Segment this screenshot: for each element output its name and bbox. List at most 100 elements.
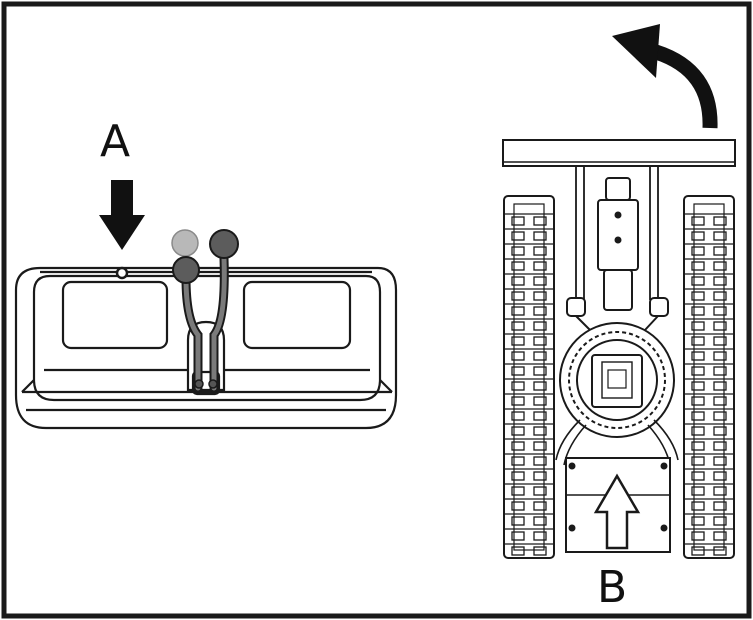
track-shoe (533, 441, 547, 451)
label-a: A (100, 116, 131, 167)
track-shoe (511, 531, 525, 541)
console-right-pad (242, 280, 352, 350)
track-shoe (713, 291, 727, 301)
track-shoe (533, 531, 547, 541)
track-shoe (713, 306, 727, 316)
track-shoe (533, 216, 547, 226)
track-shoe (511, 546, 525, 556)
track-shoe (713, 216, 727, 226)
track-shoe (511, 441, 525, 451)
track-shoe (511, 426, 525, 436)
track-shoe (691, 381, 705, 391)
joystick-levers (171, 229, 239, 393)
marker-point-a (115, 266, 129, 280)
track-shoe (691, 231, 705, 241)
track-shoe (691, 426, 705, 436)
track-shoe (691, 306, 705, 316)
track-shoe (511, 321, 525, 331)
left-track (503, 195, 555, 559)
track-shoe (533, 306, 547, 316)
track-shoe (691, 501, 705, 511)
track-shoe (511, 411, 525, 421)
track-shoe (533, 546, 547, 556)
track-shoe (713, 351, 727, 361)
track-shoe (533, 321, 547, 331)
track-shoe (713, 516, 727, 526)
blade-arms (575, 166, 659, 300)
track-shoe (713, 441, 727, 451)
track-shoe (691, 441, 705, 451)
track-shoe (533, 366, 547, 376)
track-shoe (533, 291, 547, 301)
hydraulic-hoses (555, 419, 679, 466)
track-shoe (691, 321, 705, 331)
track-shoe (691, 531, 705, 541)
console-ledge-corners (21, 379, 393, 393)
track-shoe (533, 501, 547, 511)
track-shoe (713, 456, 727, 466)
track-shoe (533, 516, 547, 526)
track-shoe (713, 546, 727, 556)
track-shoe (533, 246, 547, 256)
track-shoe (713, 336, 727, 346)
boom-cylinder (597, 199, 639, 271)
track-shoe (713, 486, 727, 496)
console-left-pad (61, 280, 169, 350)
track-shoe (713, 321, 727, 331)
track-shoe (691, 246, 705, 256)
track-shoe (713, 531, 727, 541)
track-shoe (511, 291, 525, 301)
track-shoe (533, 276, 547, 286)
track-shoe (511, 486, 525, 496)
track-shoe (511, 396, 525, 406)
track-shoe (511, 261, 525, 271)
track-shoe (511, 456, 525, 466)
label-b: B (597, 562, 628, 613)
track-shoe (691, 456, 705, 466)
turntable-ring (568, 331, 666, 429)
track-shoe (713, 426, 727, 436)
track-shoe (691, 261, 705, 271)
track-shoe (691, 276, 705, 286)
track-shoe (691, 216, 705, 226)
track-shoe (511, 366, 525, 376)
track-shoe (533, 471, 547, 481)
track-shoe (691, 396, 705, 406)
turntable-hub (591, 354, 643, 408)
track-shoe (533, 261, 547, 271)
control-console (14, 266, 398, 430)
track-shoe (533, 486, 547, 496)
track-shoe (691, 486, 705, 496)
track-shoe (713, 381, 727, 391)
track-shoe (713, 501, 727, 511)
track-shoe (511, 336, 525, 346)
console-ledge (22, 390, 392, 412)
track-shoe (511, 501, 525, 511)
track-shoe (691, 291, 705, 301)
track-shoe (511, 471, 525, 481)
track-shoe (533, 456, 547, 466)
track-shoe (533, 336, 547, 346)
lever-slot-base (191, 370, 221, 396)
track-shoe (533, 231, 547, 241)
track-shoe (511, 351, 525, 361)
track-shoe (691, 336, 705, 346)
track-shoe (713, 366, 727, 376)
track-shoe (511, 516, 525, 526)
down-arrow-icon (99, 180, 145, 250)
lever-knob-right (209, 229, 239, 259)
track-links (504, 213, 734, 556)
lever-knob-left (172, 256, 200, 284)
track-shoe (691, 366, 705, 376)
rotation-arrow-icon (612, 24, 718, 129)
track-shoe (713, 261, 727, 271)
track-shoe (533, 411, 547, 421)
track-shoe (511, 306, 525, 316)
track-shoe (691, 411, 705, 421)
right-track (683, 195, 735, 559)
track-shoe (691, 471, 705, 481)
track-shoe (713, 396, 727, 406)
track-shoe (511, 216, 525, 226)
